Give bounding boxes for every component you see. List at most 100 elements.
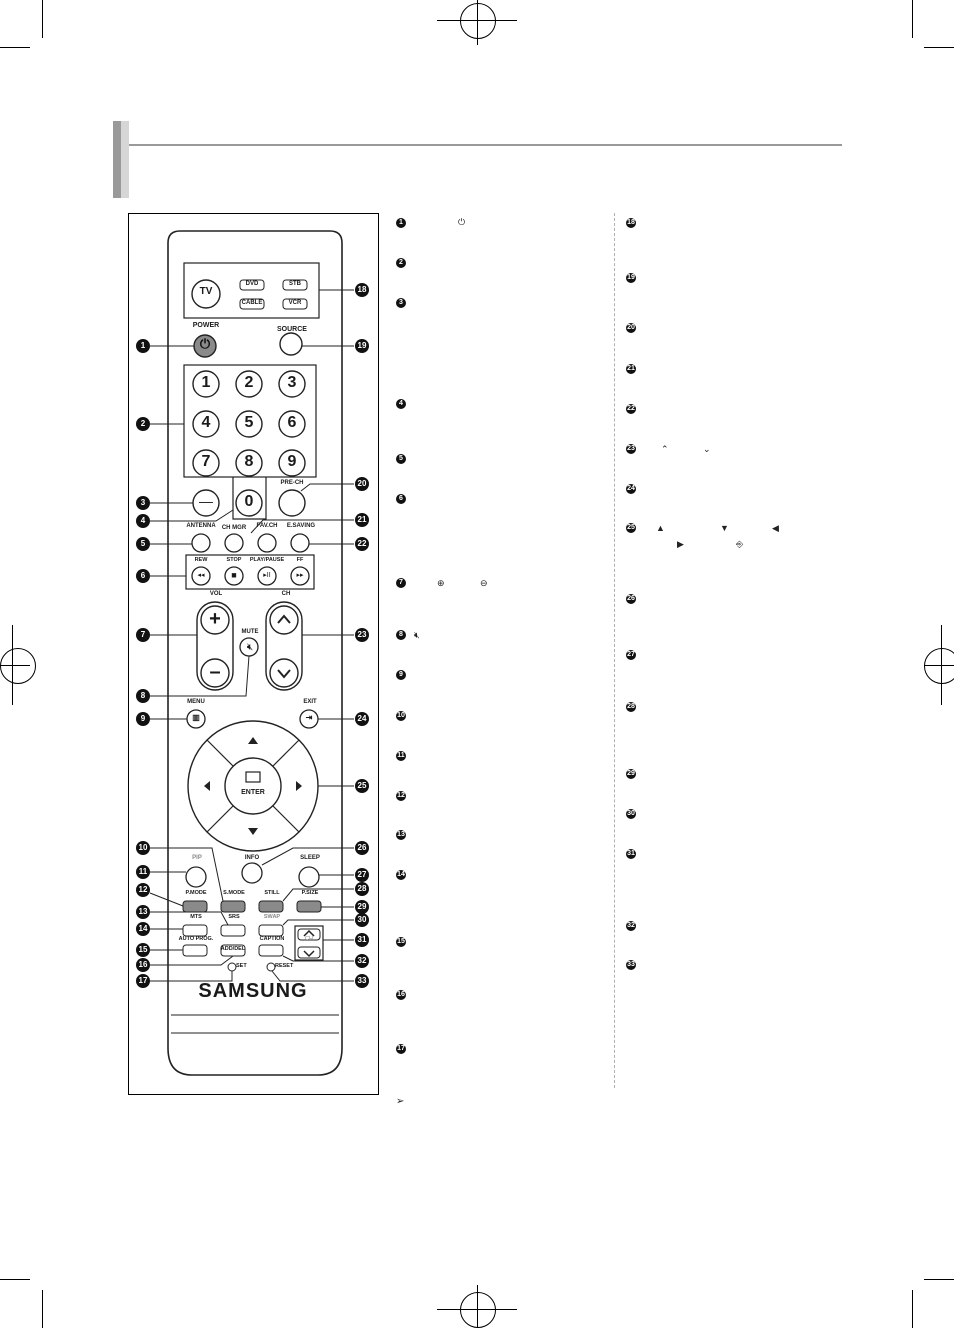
description-marker-10: 10 bbox=[396, 711, 406, 721]
down-arrow-icon-inline: ▼ bbox=[720, 523, 729, 533]
digit-5[interactable]: 5 bbox=[244, 414, 254, 431]
registration-mark bbox=[924, 648, 954, 684]
crop-mark bbox=[912, 1290, 913, 1328]
description-marker-24: 24 bbox=[626, 484, 636, 494]
description-marker-33: 33 bbox=[626, 960, 636, 970]
description-marker-27: 27 bbox=[626, 650, 636, 660]
description-marker-7: 7 bbox=[396, 578, 406, 588]
vol-down-icon-inline: ⊖ bbox=[480, 578, 488, 588]
dvd-button-label[interactable]: DVD bbox=[245, 281, 259, 287]
registration-mark bbox=[0, 648, 36, 684]
vcr-button-label[interactable]: VCR bbox=[288, 300, 302, 306]
description-marker-28: 28 bbox=[626, 702, 636, 712]
autoprog-label[interactable]: AUTO PROG. bbox=[178, 936, 214, 942]
description-marker-14: 14 bbox=[396, 870, 406, 880]
rew-icon[interactable]: ◂◂ bbox=[197, 572, 205, 579]
esaving-label[interactable]: E.SAVING bbox=[286, 523, 316, 529]
rew-label[interactable]: REW bbox=[194, 557, 208, 563]
description-marker-13: 13 bbox=[396, 830, 406, 840]
callout-22: 22 bbox=[355, 537, 369, 551]
ch-small-label: CH bbox=[305, 936, 313, 942]
description-marker-15: 15 bbox=[396, 937, 406, 947]
exit-icon[interactable]: ⇥ bbox=[305, 713, 313, 722]
tv-button-label[interactable]: TV bbox=[199, 286, 213, 297]
stop-icon[interactable]: ■ bbox=[231, 570, 237, 580]
callout-14: 14 bbox=[136, 922, 150, 936]
enter-label[interactable]: ENTER bbox=[241, 789, 265, 796]
set-label[interactable]: SET bbox=[236, 963, 247, 969]
vol-down-icon[interactable]: – bbox=[209, 661, 221, 683]
source-label[interactable]: SOURCE bbox=[277, 326, 307, 333]
mute-icon[interactable]: 🔇︎ bbox=[246, 642, 254, 653]
digit-3[interactable]: 3 bbox=[287, 374, 297, 391]
digit-8[interactable]: 8 bbox=[244, 453, 254, 470]
description-marker-9: 9 bbox=[396, 670, 406, 680]
callout-7: 7 bbox=[136, 628, 150, 642]
dash-button[interactable]: — bbox=[199, 493, 213, 509]
digit-0[interactable]: 0 bbox=[244, 493, 254, 510]
mts-label[interactable]: MTS bbox=[190, 914, 202, 920]
crop-mark bbox=[912, 0, 913, 38]
menu-icon[interactable]: ▥ bbox=[192, 713, 200, 722]
power-label: POWER bbox=[192, 322, 220, 329]
callout-12: 12 bbox=[136, 883, 150, 897]
stb-button-label[interactable]: STB bbox=[289, 281, 301, 287]
digit-9[interactable]: 9 bbox=[287, 453, 297, 470]
pip-label[interactable]: PIP bbox=[192, 855, 202, 861]
enter-icon-inline: ⎆ bbox=[736, 539, 744, 549]
pmode-label[interactable]: P.MODE bbox=[185, 890, 207, 896]
description-marker-16: 16 bbox=[396, 990, 406, 1000]
power-icon[interactable]: ⏻ bbox=[199, 336, 211, 351]
description-marker-20: 20 bbox=[626, 323, 636, 333]
psize-label[interactable]: P.SIZE bbox=[301, 890, 319, 896]
antenna-label[interactable]: ANTENNA bbox=[186, 523, 216, 529]
srs-label[interactable]: SRS bbox=[228, 914, 240, 920]
crop-mark bbox=[924, 1279, 954, 1280]
ff-icon[interactable]: ▸▸ bbox=[296, 572, 304, 579]
callout-27: 27 bbox=[355, 868, 369, 882]
sleep-label[interactable]: SLEEP bbox=[300, 855, 320, 861]
callout-26: 26 bbox=[355, 841, 369, 855]
callout-9: 9 bbox=[136, 712, 150, 726]
ff-label[interactable]: FF bbox=[296, 557, 304, 563]
info-label[interactable]: INFO bbox=[244, 855, 260, 861]
description-marker-25: 25 bbox=[626, 523, 636, 533]
ch-up-icon-inline: ⌃ bbox=[661, 444, 669, 454]
adddel-label[interactable]: ADD/DEL bbox=[220, 946, 246, 952]
swap-label[interactable]: SWAP bbox=[263, 914, 281, 920]
reset-label[interactable]: RESET bbox=[275, 963, 294, 969]
callout-10: 10 bbox=[136, 841, 150, 855]
callout-1: 1 bbox=[136, 339, 150, 353]
callout-31: 31 bbox=[355, 933, 369, 947]
callout-30: 30 bbox=[355, 913, 369, 927]
description-marker-12: 12 bbox=[396, 791, 406, 801]
playpause-label[interactable]: PLAY/PAUSE bbox=[249, 557, 285, 563]
description-marker-2: 2 bbox=[396, 258, 406, 268]
digit-7[interactable]: 7 bbox=[201, 453, 211, 470]
description-marker-29: 29 bbox=[626, 769, 636, 779]
callout-33: 33 bbox=[355, 974, 369, 988]
up-arrow-icon-inline: ▲ bbox=[656, 523, 665, 533]
description-marker-23: 23 bbox=[626, 444, 636, 454]
vol-up-icon[interactable]: + bbox=[209, 608, 221, 630]
digit-6[interactable]: 6 bbox=[287, 414, 297, 431]
still-label[interactable]: STILL bbox=[264, 890, 280, 896]
digit-2[interactable]: 2 bbox=[244, 374, 254, 391]
callout-11: 11 bbox=[136, 865, 150, 879]
cable-button-label[interactable]: CABLE bbox=[241, 300, 263, 306]
registration-line bbox=[924, 665, 954, 666]
favch-label[interactable]: FAV.CH bbox=[256, 523, 278, 529]
prech-label[interactable]: PRE-CH bbox=[280, 480, 304, 486]
chmgr-label[interactable]: CH MGR bbox=[221, 525, 247, 531]
callout-4: 4 bbox=[136, 514, 150, 528]
column-divider bbox=[614, 213, 615, 1088]
smode-label[interactable]: S.MODE bbox=[223, 890, 245, 896]
callout-8: 8 bbox=[136, 689, 150, 703]
vol-up-icon-inline: ⊕ bbox=[437, 578, 445, 588]
caption-label[interactable]: CAPTION bbox=[259, 936, 285, 942]
digit-4[interactable]: 4 bbox=[201, 414, 211, 431]
stop-label[interactable]: STOP bbox=[226, 557, 242, 563]
callout-20: 20 bbox=[355, 477, 369, 491]
digit-1[interactable]: 1 bbox=[201, 374, 211, 391]
play-pause-icon[interactable]: ▸II bbox=[263, 572, 271, 579]
